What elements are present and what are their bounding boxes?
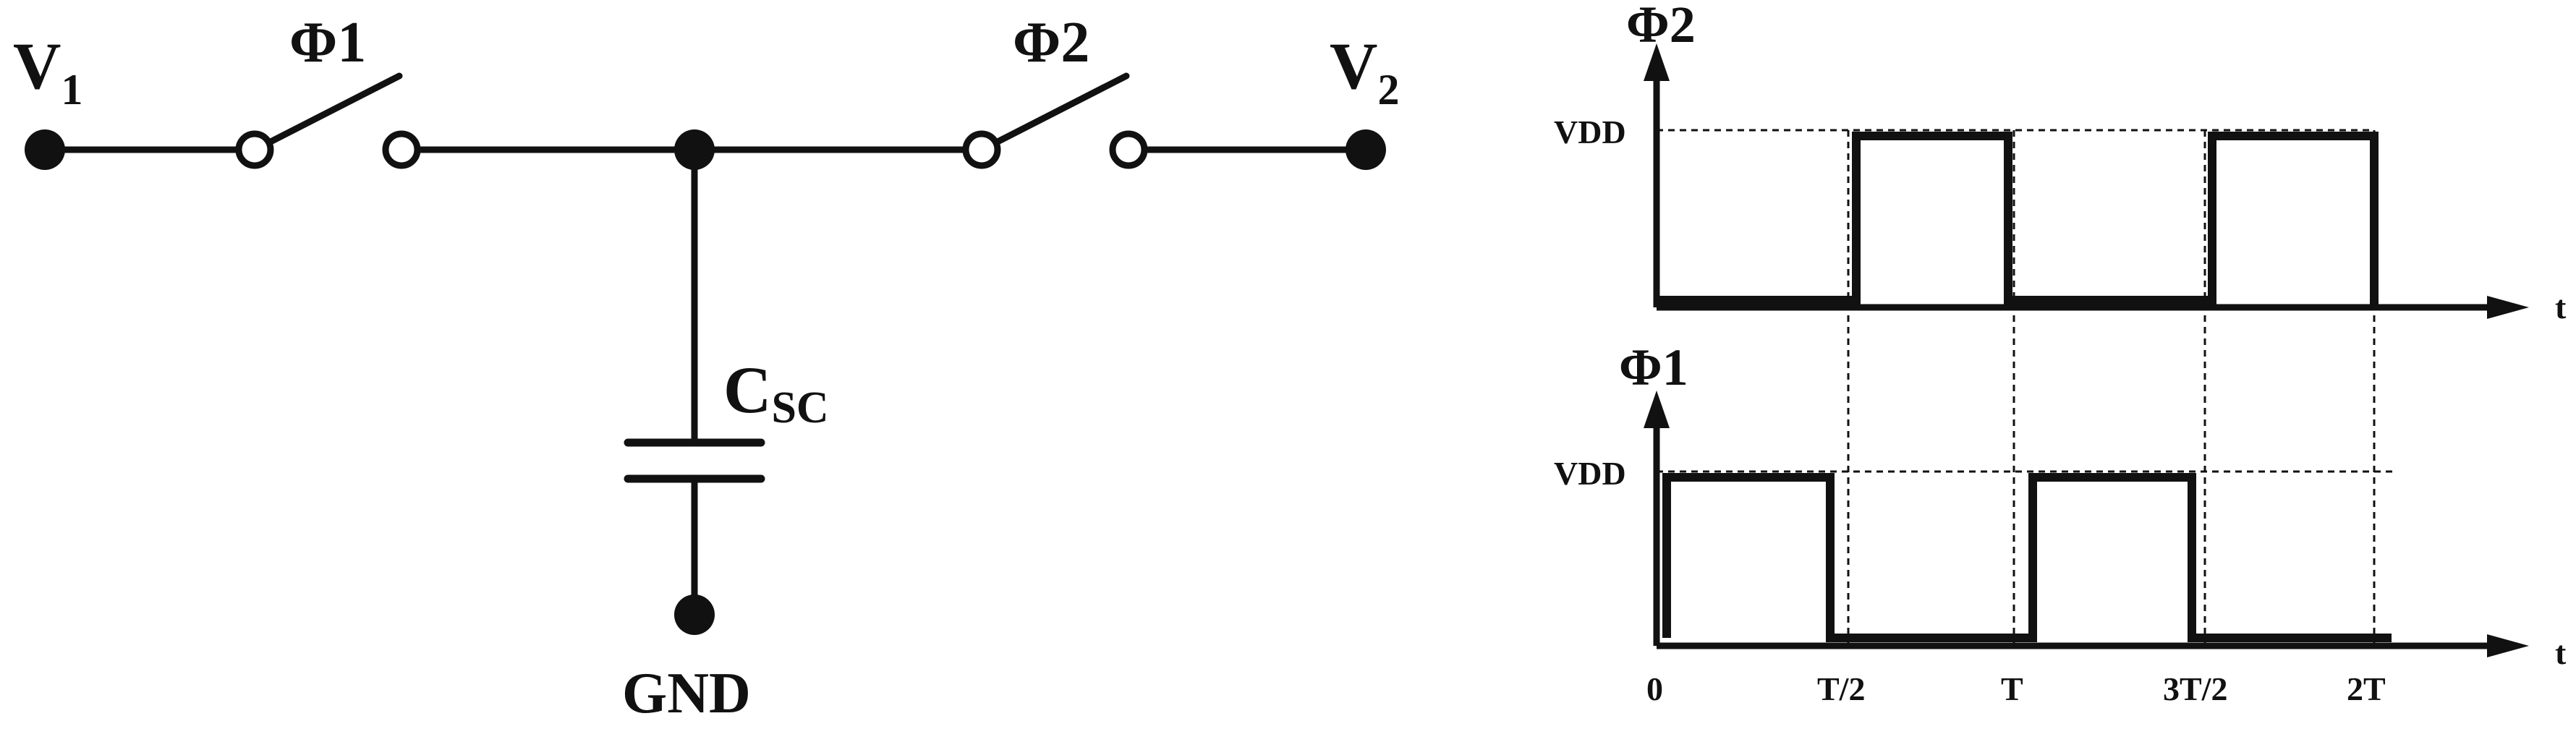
phi2-t-label: t	[2555, 289, 2567, 325]
v1-label: V1	[13, 29, 82, 114]
gnd-label: GND	[622, 662, 751, 725]
v2-label: V2	[1330, 29, 1399, 114]
phi2-axis-label: Φ2	[1626, 0, 1696, 54]
switch-phi1	[235, 72, 421, 169]
dashed-guides	[1655, 129, 2396, 646]
v2-subscript: 2	[1377, 66, 1399, 114]
phi2-vdd-label: VDD	[1554, 114, 1626, 150]
phi1-y-arrow	[1644, 391, 1670, 428]
phi2-x-arrow	[2487, 296, 2529, 319]
capacitor-csc	[624, 438, 765, 483]
phi1-waveform	[1662, 473, 2392, 642]
switch-phi2-contact-left	[962, 130, 1001, 169]
phi2-waveform	[1657, 132, 2379, 307]
phi2-y-arrow	[1644, 43, 1670, 81]
switch-phi2-contact-right	[1109, 130, 1148, 169]
phi1-x-arrow	[2487, 634, 2529, 657]
tick-label: 3T/2	[2163, 670, 2227, 707]
switch-phi1-blade	[265, 72, 403, 146]
phi2-axes: Φ2 VDD t	[1554, 0, 2567, 325]
switch-phi1-contact-right	[382, 130, 421, 169]
timing-diagram: Φ2 VDD t Φ1 VDD t 0 T/2 T 3T/2 2T	[1554, 0, 2567, 707]
gnd-terminal	[674, 594, 715, 635]
phi1-axis-label: Φ1	[1619, 338, 1688, 396]
time-tick-labels: 0 T/2 T 3T/2 2T	[1646, 670, 2386, 707]
phi1-axes: Φ1 VDD t	[1554, 338, 2567, 671]
phi2-label: Φ2	[1013, 11, 1089, 74]
capacitor-subscript: SC	[771, 383, 828, 432]
tick-label: T	[2001, 670, 2023, 707]
phi1-label: Φ1	[289, 11, 366, 74]
v2-terminal	[1346, 129, 1386, 170]
v1-subscript: 1	[61, 66, 82, 114]
capacitor-label: CSC	[723, 353, 829, 432]
circuit-schematic: V1 Φ1 Φ2 V2	[13, 11, 1399, 725]
tick-label: 2T	[2347, 670, 2386, 707]
switch-phi2	[962, 72, 1148, 169]
switch-phi2-blade	[992, 72, 1130, 146]
phi1-t-label: t	[2555, 634, 2567, 671]
tick-label: T/2	[1817, 670, 1865, 707]
tick-label: 0	[1646, 670, 1663, 707]
phi1-vdd-label: VDD	[1554, 455, 1626, 492]
switch-phi1-contact-left	[235, 130, 274, 169]
